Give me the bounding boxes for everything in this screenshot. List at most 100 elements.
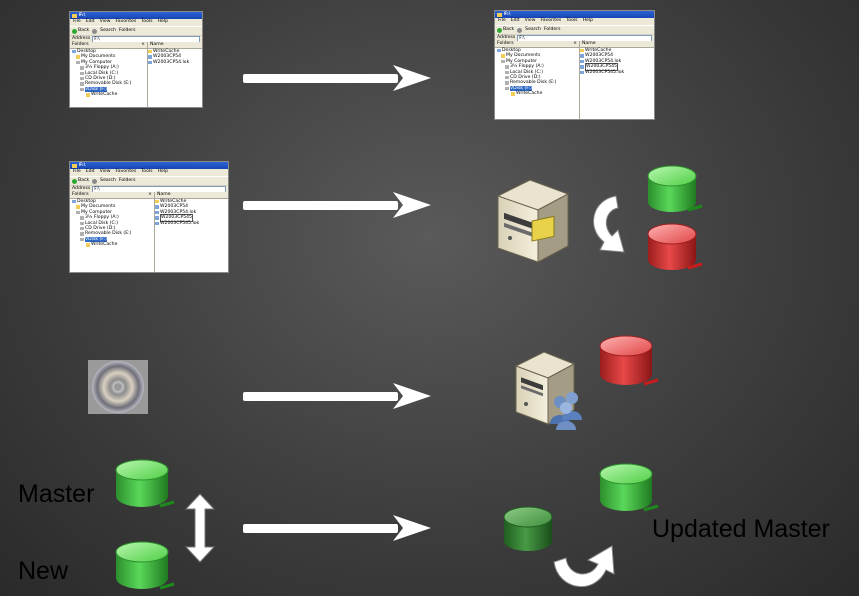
menu-help[interactable]: Help <box>157 169 169 175</box>
menu-bar: File Edit View Favorites Tools Help <box>495 18 654 25</box>
file-item[interactable]: W2003CP54 <box>580 53 654 58</box>
menu-file[interactable]: File <box>73 19 81 25</box>
menu-edit[interactable]: Edit <box>85 19 95 25</box>
search-button[interactable]: Search <box>100 27 116 33</box>
file-item[interactable]: W2003CP54 <box>155 204 228 209</box>
tree-item[interactable]: My Documents <box>70 204 154 209</box>
folders-button[interactable]: Folders <box>118 27 136 33</box>
tree-item[interactable]: My Computer <box>70 210 154 215</box>
folder-icon <box>155 199 159 204</box>
file-item[interactable]: W2003CP545 <box>155 214 228 222</box>
back-button[interactable]: Back <box>72 28 89 34</box>
tree-item[interactable]: CD Drive (D:) <box>70 76 147 81</box>
menu-help[interactable]: Help <box>582 18 594 24</box>
tree-item[interactable]: CD Drive (D:) <box>495 75 579 80</box>
menu-tools[interactable]: Tools <box>141 19 153 25</box>
file-item[interactable]: WriteCache <box>155 199 228 204</box>
menu-view[interactable]: View <box>99 169 111 175</box>
file-icon <box>580 65 584 69</box>
folder-icon <box>580 48 584 53</box>
menu-file[interactable]: File <box>73 169 81 175</box>
right-arrow-3 <box>243 381 433 411</box>
menu-view[interactable]: View <box>524 18 536 24</box>
menu-help[interactable]: Help <box>157 19 169 25</box>
file-item[interactable]: W2003CP545.lok <box>155 221 228 226</box>
drive-icon <box>80 66 84 70</box>
right-arrow-4 <box>243 513 433 543</box>
menu-file[interactable]: File <box>498 18 506 24</box>
file-item[interactable]: W2003CP54.lok <box>148 60 202 65</box>
toolbar: Back Search Folders <box>70 26 202 35</box>
menu-favorites[interactable]: Favorites <box>115 169 137 175</box>
file-item[interactable]: WriteCache <box>580 48 654 53</box>
file-item[interactable]: WriteCache <box>148 49 202 54</box>
tree-item[interactable]: My Computer <box>495 59 579 64</box>
files-pane: Name WriteCache W2003CP54 W2003CP54.lok … <box>580 41 654 119</box>
updated-master-label: Updated Master <box>652 515 830 543</box>
tree-item[interactable]: Local Disk (C:) <box>495 70 579 75</box>
menu-edit[interactable]: Edit <box>85 169 95 175</box>
file-icon <box>148 55 152 59</box>
file-item[interactable]: W2003CP54.lok <box>155 210 228 215</box>
forward-button[interactable] <box>92 28 98 34</box>
tree-item[interactable]: 3½ Floppy (A:) <box>70 215 154 220</box>
tree-item[interactable]: Local Disk (C:) <box>70 221 154 226</box>
tree-item[interactable]: WriteCache <box>70 242 154 247</box>
folder-icon <box>72 13 77 18</box>
tree-item[interactable]: My Documents <box>70 54 147 59</box>
tree-item[interactable]: Desktop <box>495 48 579 53</box>
file-icon <box>148 60 152 65</box>
tree-item[interactable]: My Documents <box>495 53 579 58</box>
file-item[interactable]: W2003CP54.lok <box>580 59 654 64</box>
file-item[interactable]: W2003CP54 <box>148 54 202 59</box>
menu-favorites[interactable]: Favorites <box>115 19 137 25</box>
tree-item[interactable]: WriteCache <box>70 92 147 97</box>
window-titlebar: F:\ <box>70 12 202 19</box>
menu-tools[interactable]: Tools <box>566 18 578 24</box>
database-green-icon <box>647 165 703 212</box>
tree-item[interactable]: Desktop <box>70 199 154 204</box>
desktop-icon <box>497 48 501 53</box>
tree-item[interactable]: 3½ Floppy (A:) <box>495 64 579 69</box>
menu-edit[interactable]: Edit <box>510 18 520 24</box>
tree-item-selected[interactable]: VDisk (F:) <box>495 85 579 92</box>
folders-button[interactable]: Folders <box>118 177 136 183</box>
drive-icon <box>505 86 509 91</box>
menu-bar: File Edit View Favorites Tools Help <box>70 169 228 176</box>
menu-view[interactable]: View <box>99 19 111 25</box>
tree-item-selected[interactable]: VDisk (F:) <box>70 236 154 243</box>
tree-item[interactable]: 3½ Floppy (A:) <box>70 65 147 70</box>
search-button[interactable]: Search <box>525 26 541 32</box>
tree-item[interactable]: Removable Disk (E:) <box>495 80 579 85</box>
menu-favorites[interactable]: Favorites <box>540 18 562 24</box>
drive-icon <box>80 237 84 242</box>
folders-button[interactable]: Folders <box>543 26 561 32</box>
search-button[interactable]: Search <box>100 177 116 183</box>
database-dark-green-icon <box>503 506 553 551</box>
close-icon[interactable]: × <box>573 41 577 46</box>
tree-item[interactable]: CD Drive (D:) <box>70 226 154 231</box>
server-icon <box>496 179 570 263</box>
tree-item[interactable]: Removable Disk (E:) <box>70 231 154 236</box>
file-icon <box>155 210 159 215</box>
tree-item[interactable]: My Computer <box>70 60 147 65</box>
close-icon[interactable]: × <box>141 42 145 47</box>
tree-item[interactable]: WriteCache <box>495 91 579 96</box>
tree-item[interactable]: Desktop <box>70 49 147 54</box>
back-button[interactable]: Back <box>497 27 514 33</box>
drive-icon <box>80 76 84 81</box>
file-item[interactable]: W2003CP545 <box>580 63 654 71</box>
tree-item[interactable]: Local Disk (C:) <box>70 71 147 76</box>
file-item[interactable]: W2003CP545.lok <box>580 70 654 75</box>
drive-icon <box>80 216 84 220</box>
file-icon <box>155 205 159 209</box>
forward-button[interactable] <box>92 178 98 184</box>
close-icon[interactable]: × <box>148 192 152 197</box>
tree-item[interactable]: Removable Disk (E:) <box>70 81 147 86</box>
folder-icon <box>86 93 90 97</box>
back-button[interactable]: Back <box>72 178 89 184</box>
tree-item-selected[interactable]: VDisk (F:) <box>70 86 147 93</box>
menu-tools[interactable]: Tools <box>141 169 153 175</box>
forward-button[interactable] <box>517 27 523 33</box>
